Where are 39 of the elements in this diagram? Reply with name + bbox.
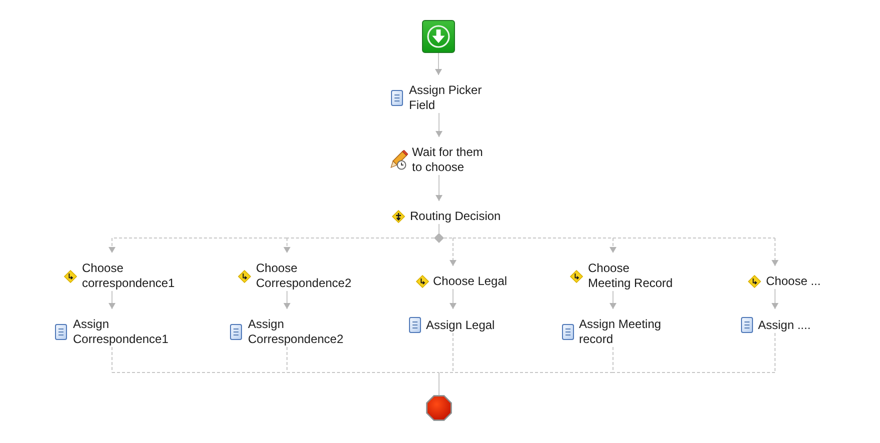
connector-line — [286, 372, 440, 373]
activity-label: Routing Decision — [410, 209, 501, 224]
activity-label: Wait for them to choose — [412, 145, 484, 175]
arrow — [436, 112, 442, 138]
stop-icon — [426, 395, 452, 421]
connector-line — [452, 372, 614, 373]
activity-label: Choose Meeting Record — [588, 261, 674, 291]
connector-line — [774, 332, 776, 373]
activity-label: Assign Meeting record — [579, 317, 662, 347]
connector-line — [438, 224, 440, 234]
activity-label: Assign .... — [758, 318, 811, 332]
arrow — [610, 238, 616, 254]
connector-line — [438, 372, 440, 396]
arrow — [108, 238, 116, 254]
connector-line — [286, 346, 288, 373]
activity-label: Assign Picker Field — [409, 83, 483, 113]
activity-label: Choose Correspondence2 — [256, 261, 352, 291]
connector-line — [112, 372, 288, 373]
connector-line — [612, 346, 614, 373]
activity-label: Choose correspondence1 — [82, 261, 176, 291]
arrow — [772, 238, 778, 266]
connector-line — [612, 372, 776, 373]
arrow — [108, 290, 116, 310]
arrow — [450, 238, 456, 266]
activity-label: Assign Legal — [426, 318, 495, 332]
arrow — [450, 288, 456, 310]
arrow — [436, 174, 442, 202]
arrow — [435, 52, 442, 76]
connector-line — [438, 372, 454, 373]
arrow — [610, 290, 616, 310]
arrow — [284, 238, 290, 254]
arrow — [772, 288, 778, 310]
activity-label: Choose ... — [766, 274, 821, 289]
connector-line — [452, 332, 454, 373]
activity-label: Choose Legal — [433, 274, 508, 289]
arrow — [284, 290, 290, 310]
activity-label: Assign Correspondence2 — [248, 317, 344, 347]
activity-label: Assign Correspondence1 — [73, 317, 170, 347]
junction-diamond — [434, 233, 444, 243]
